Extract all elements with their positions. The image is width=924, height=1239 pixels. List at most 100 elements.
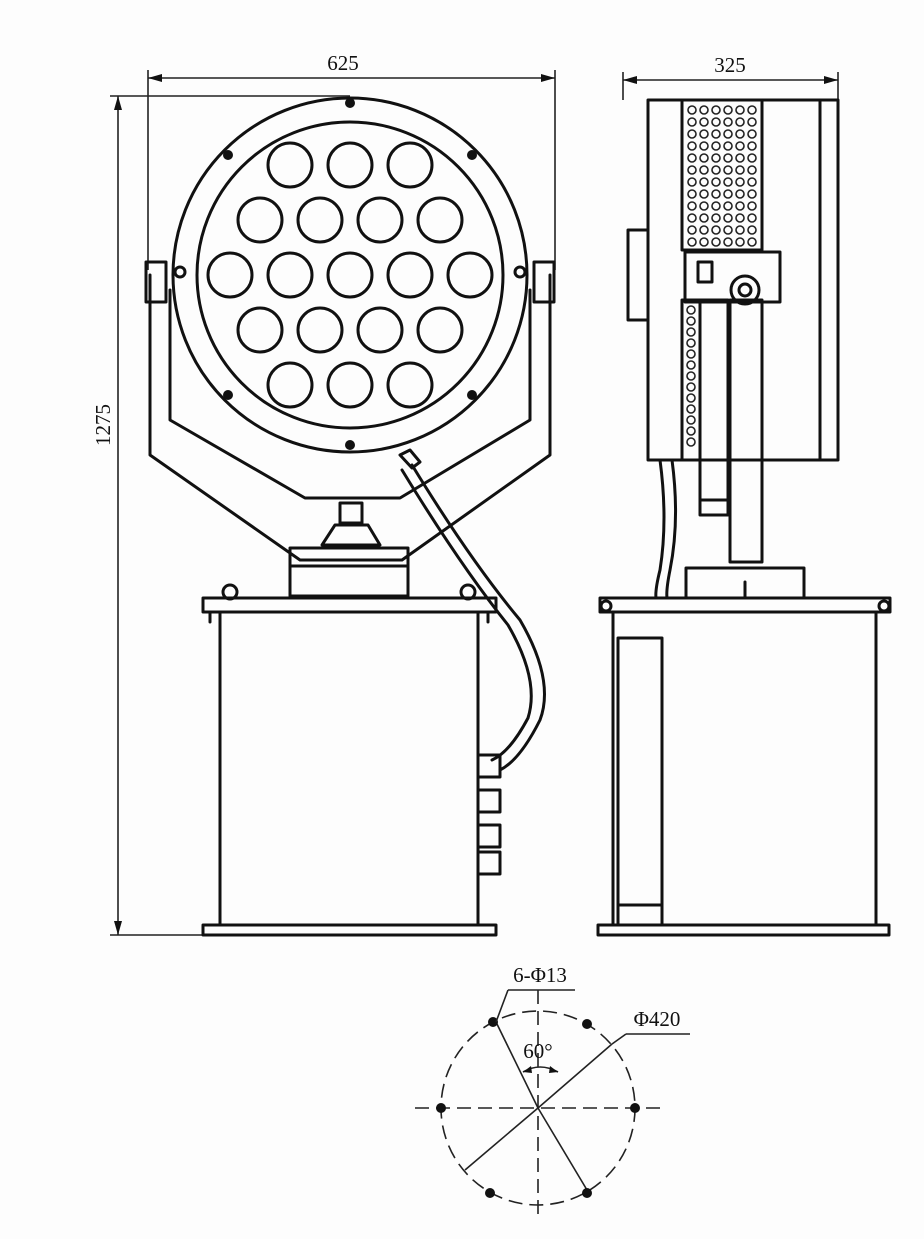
fin-hole <box>735 177 745 187</box>
led-lens <box>416 306 464 354</box>
bolt-pattern-diagram: 60° 6-Φ13 Φ420 <box>415 963 690 1220</box>
fin-hole <box>747 201 757 211</box>
led-lens <box>326 251 374 299</box>
fin-hole <box>686 360 696 370</box>
front-width-label: 625 <box>327 51 359 75</box>
fin-hole <box>699 225 709 235</box>
led-lens <box>266 251 314 299</box>
side-width-label: 325 <box>714 53 746 77</box>
fin-hole <box>699 189 709 199</box>
bolt-hole <box>485 1188 495 1198</box>
fin-hole <box>723 237 733 247</box>
led-lens <box>356 306 404 354</box>
fin-hole <box>723 105 733 115</box>
fin-hole <box>747 165 757 175</box>
fin-hole <box>686 316 696 326</box>
fin-hole <box>747 129 757 139</box>
fin-hole <box>735 141 745 151</box>
fin-hole <box>711 201 721 211</box>
fin-hole <box>699 165 709 175</box>
fin-hole <box>735 213 745 223</box>
holes-label: 6-Φ13 <box>513 963 567 987</box>
fin-hole <box>687 225 697 235</box>
fin-hole <box>687 201 697 211</box>
dimension-side-width: 325 <box>622 53 839 100</box>
fin-hole <box>686 338 696 348</box>
heat-sink-fins <box>686 105 757 447</box>
fin-hole <box>699 105 709 115</box>
fin-hole <box>687 237 697 247</box>
fin-hole <box>686 371 696 381</box>
fin-hole <box>735 225 745 235</box>
fin-hole <box>723 141 733 151</box>
fin-hole <box>711 189 721 199</box>
side-lamp-head <box>626 98 840 462</box>
fin-hole <box>747 117 757 127</box>
fin-hole <box>723 213 733 223</box>
led-lens <box>386 141 434 189</box>
led-lens <box>326 361 374 409</box>
fin-hole <box>723 153 733 163</box>
fin-hole <box>687 129 697 139</box>
fin-hole <box>747 237 757 247</box>
fin-hole <box>747 189 757 199</box>
fin-hole <box>711 105 721 115</box>
fin-hole <box>735 237 745 247</box>
fin-hole <box>699 117 709 127</box>
dimension-height: 1275 <box>91 95 350 936</box>
fin-hole <box>723 177 733 187</box>
fin-hole <box>686 382 696 392</box>
fin-hole <box>687 105 697 115</box>
fin-hole <box>687 165 697 175</box>
height-label: 1275 <box>91 404 115 446</box>
fin-hole <box>723 165 733 175</box>
side-pedestal <box>598 566 892 614</box>
fin-hole <box>686 426 696 436</box>
led-lens <box>416 196 464 244</box>
pcd-label: Φ420 <box>634 1007 681 1031</box>
led-lens <box>296 306 344 354</box>
bolt-hole <box>488 1017 498 1027</box>
fin-hole <box>735 129 745 139</box>
fin-hole <box>723 129 733 139</box>
front-yoke <box>144 260 556 562</box>
fin-hole <box>699 237 709 247</box>
dimension-front-width: 625 <box>147 51 556 270</box>
fin-hole <box>735 153 745 163</box>
fin-hole <box>711 213 721 223</box>
led-lens <box>266 361 314 409</box>
fin-hole <box>686 349 696 359</box>
fin-hole <box>711 237 721 247</box>
fin-hole <box>686 404 696 414</box>
side-bracket <box>683 250 782 564</box>
fin-hole <box>711 225 721 235</box>
fin-hole <box>723 117 733 127</box>
led-lens <box>386 361 434 409</box>
front-swivel <box>288 501 410 598</box>
fin-hole <box>686 415 696 425</box>
fin-hole <box>747 153 757 163</box>
fin-hole <box>687 189 697 199</box>
fin-hole <box>687 141 697 151</box>
fin-hole <box>723 225 733 235</box>
fin-hole <box>711 129 721 139</box>
fin-hole <box>711 165 721 175</box>
fin-hole <box>723 201 733 211</box>
fin-hole <box>735 189 745 199</box>
fin-hole <box>699 129 709 139</box>
fin-hole <box>699 201 709 211</box>
led-lens <box>326 141 374 189</box>
fin-hole <box>699 177 709 187</box>
fin-hole <box>735 201 745 211</box>
front-control-box <box>201 610 502 937</box>
fin-hole <box>687 153 697 163</box>
fin-hole <box>735 105 745 115</box>
led-lens <box>236 196 284 244</box>
fin-hole <box>686 305 696 315</box>
front-view <box>144 96 556 937</box>
led-lens <box>206 251 254 299</box>
fin-hole <box>711 177 721 187</box>
led-lens <box>296 196 344 244</box>
fin-hole <box>735 117 745 127</box>
